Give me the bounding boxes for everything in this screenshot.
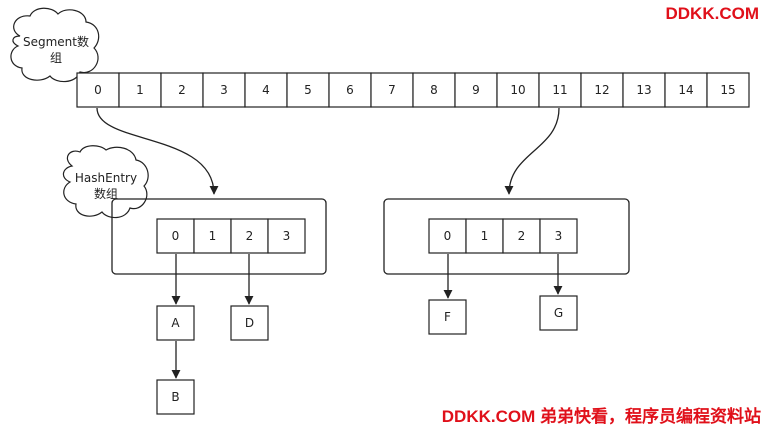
hashentry-right-cell-label-0: 0 (444, 229, 452, 243)
hashentry-right-cell-3 (539, 218, 578, 254)
segment-cell-11 (538, 72, 582, 108)
segment-cell-2 (160, 72, 204, 108)
segment-cell-label-2: 2 (178, 83, 186, 97)
segment-cloud: Segment数 组 (10, 7, 100, 83)
hashentry-right-cell-0 (428, 218, 467, 254)
segment-cell-label-0: 0 (94, 83, 102, 97)
node-a: A (156, 305, 195, 341)
segment-cell-label-9: 9 (472, 83, 480, 97)
segment-cell-label-10: 10 (510, 83, 525, 97)
segment-cell-label-12: 12 (594, 83, 609, 97)
segment-cell-8 (412, 72, 456, 108)
arrow-segment0-to-table (96, 107, 219, 195)
hashentry-left-cell-1 (193, 218, 232, 254)
segment-label-line1: Segment数 (23, 34, 89, 49)
segment-cell-label-4: 4 (262, 83, 270, 97)
hashentry-left-cell-label-2: 2 (246, 229, 254, 243)
segment-label-line2: 组 (50, 51, 62, 65)
node-f-label: F (444, 310, 451, 324)
node-g-label: G (554, 306, 563, 320)
segment-cell-label-6: 6 (346, 83, 354, 97)
segment-cell-label-15: 15 (720, 83, 735, 97)
segment-cell-label-8: 8 (430, 83, 438, 97)
segment-cell-7 (370, 72, 414, 108)
hashentry-left-cell-label-1: 1 (209, 229, 217, 243)
node-a-label: A (171, 316, 180, 330)
hashentry-right-cell-label-1: 1 (481, 229, 489, 243)
segment-cell-label-1: 1 (136, 83, 144, 97)
segment-container-right (383, 198, 630, 275)
brand-watermark-bottom: DDKK.COM 弟弟快看，程序员编程资料站 (441, 407, 761, 426)
segment-cell-4 (244, 72, 288, 108)
hashentry-left-cell-3 (267, 218, 306, 254)
segment-cell-label-14: 14 (678, 83, 693, 97)
segment-cell-12 (580, 72, 624, 108)
segment-cell-13 (622, 72, 666, 108)
segment-cell-label-5: 5 (304, 83, 312, 97)
segment-cell-label-7: 7 (388, 83, 396, 97)
segment-container-left (111, 198, 327, 275)
node-g: G (539, 295, 578, 331)
hashentry-left-cell-2 (230, 218, 269, 254)
hashentry-table-right: 0 1 2 3 (428, 218, 578, 254)
node-f: F (428, 299, 467, 335)
node-b: B (156, 379, 195, 415)
hashentry-right-cell-1 (465, 218, 504, 254)
hashentry-left-cell-label-3: 3 (283, 229, 291, 243)
segment-cell-15 (706, 72, 750, 108)
node-d: D (230, 305, 269, 341)
hashentry-label-line2: 数组 (94, 186, 118, 201)
hashentry-cloud: HashEntry 数组 (62, 145, 149, 219)
brand-watermark-top: DDKK.COM (665, 4, 760, 23)
segment-cell-5 (286, 72, 330, 108)
hashentry-right-cell-label-3: 3 (555, 229, 563, 243)
segment-cell-1 (118, 72, 162, 108)
segment-cell-label-13: 13 (636, 83, 651, 97)
segment-cell-6 (328, 72, 372, 108)
node-d-label: D (245, 316, 254, 330)
hashentry-label-line1: HashEntry (75, 171, 137, 185)
segment-cell-label-11: 11 (552, 83, 567, 97)
hashentry-right-cell-label-2: 2 (518, 229, 526, 243)
arrow-segment11-to-table (504, 107, 560, 195)
node-b-label: B (171, 390, 179, 404)
hashentry-left-cell-label-0: 0 (172, 229, 180, 243)
segment-cell-label-3: 3 (220, 83, 228, 97)
segment-cell-0 (76, 72, 120, 108)
segment-cell-9 (454, 72, 498, 108)
hashentry-table-left: 0 1 2 3 (156, 218, 306, 254)
